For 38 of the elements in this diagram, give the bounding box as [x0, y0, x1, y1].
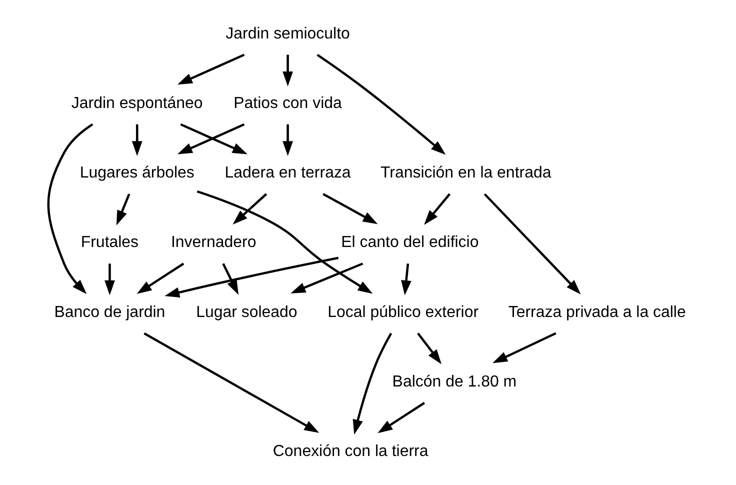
- node-text: Terraza privada a la calle: [508, 303, 686, 320]
- node-text: Conexión con la tierra: [272, 442, 428, 460]
- node-text: Transición en la entrada: [380, 164, 552, 182]
- node-text: Lugares árboles: [80, 164, 194, 182]
- arrow: [401, 263, 412, 295]
- arrow: [484, 192, 581, 294]
- node-text: Patios con vida: [234, 94, 342, 112]
- node-text: Lugar soleado: [196, 303, 298, 320]
- node-text: Banco de jardin: [54, 303, 166, 320]
- node-text: Ladera en terraza: [224, 164, 351, 182]
- arrow: [144, 332, 320, 432]
- arrow: [492, 332, 556, 363]
- arrow: [136, 262, 184, 294]
- arrow: [316, 53, 446, 154]
- node-text: Jardin semioculto: [226, 24, 350, 42]
- arrow: [47, 122, 94, 294]
- node-text: El canto del edificio: [341, 234, 479, 251]
- arrow: [164, 256, 339, 297]
- arrow: [132, 124, 142, 156]
- arrow: [352, 332, 392, 434]
- arrow: [290, 262, 364, 293]
- arrow: [424, 192, 451, 224]
- node-text: Frutales: [80, 234, 139, 251]
- node-text: Balcón de 1.80 m: [392, 372, 517, 390]
- arrow: [116, 193, 130, 225]
- arrow: [282, 54, 293, 86]
- node-text: Local público exterior: [328, 303, 479, 320]
- arrow: [222, 262, 239, 294]
- arrow: [232, 192, 268, 224]
- arrow: [196, 190, 373, 294]
- arrow: [417, 332, 442, 364]
- arrow: [322, 192, 378, 224]
- arrow: [378, 401, 426, 433]
- node-text: Invernadero: [170, 234, 256, 251]
- arrow: [104, 263, 115, 295]
- arrow: [177, 53, 245, 84]
- arrow: [282, 124, 293, 156]
- node-text: Jardin espontáneo: [71, 94, 203, 112]
